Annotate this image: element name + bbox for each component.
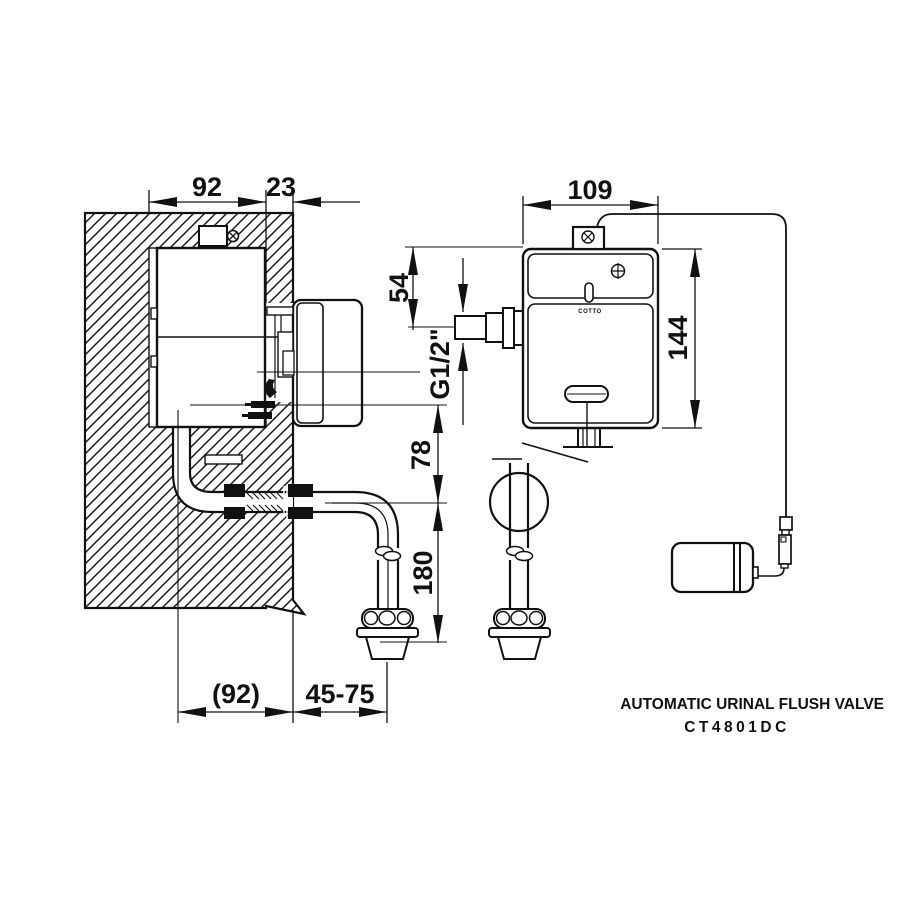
- front-view: COTTO: [405, 213, 787, 660]
- dim-wall-lip: 23: [266, 172, 296, 202]
- cable-connector-top: [571, 225, 606, 251]
- battery-band: [733, 543, 741, 592]
- dimension-g12: G1/2": [425, 258, 468, 425]
- wall-slot: [204, 454, 243, 465]
- dimension-78-180: 78 180: [380, 405, 447, 643]
- inline-connector: [778, 516, 793, 569]
- dim-tailpipe-length: 180: [408, 550, 438, 595]
- keyhole-slot: [584, 282, 594, 303]
- latch-hook: [264, 379, 277, 398]
- dim-body-height: 144: [663, 315, 693, 360]
- drawing-title: AUTOMATIC URINAL FLUSH VALVE: [620, 696, 884, 713]
- dimension-54: 54: [384, 247, 418, 330]
- escutcheon: [488, 471, 550, 533]
- cover-inner-frame: [296, 302, 324, 424]
- lower-panel: [527, 303, 654, 424]
- fixing-screw: [248, 412, 272, 419]
- dim-inlet-thread: G1/2": [425, 328, 455, 399]
- model-number: CT4801DC: [684, 719, 790, 736]
- dimension-bottom: (92) 45-75: [178, 610, 388, 723]
- battery-wire: [758, 567, 785, 577]
- fixing-lug: [198, 225, 228, 247]
- dim-outlet-drop: 78: [406, 440, 436, 470]
- locknut: [224, 484, 245, 497]
- dimension-144: 144: [662, 248, 702, 429]
- dim-wall-to-tailpipe: 45-75: [305, 679, 374, 709]
- mounting-clip: [150, 307, 158, 320]
- inlet-fitting: [454, 307, 524, 349]
- dim-supply-center: (92): [212, 679, 260, 709]
- brand-logo: COTTO: [578, 309, 601, 315]
- mounting-clip: [150, 355, 158, 368]
- battery-pack: [670, 516, 793, 594]
- side-section-view: [83, 211, 447, 723]
- pipe-thread: [246, 492, 284, 512]
- spreader-front: [488, 608, 551, 660]
- cover-profile: [291, 298, 364, 428]
- tailpipe-front: [505, 463, 534, 609]
- spreader-side: [356, 608, 419, 660]
- dim-inlet-height: 54: [384, 273, 414, 303]
- wall-locknut: [288, 484, 313, 497]
- dim-recess-width: 92: [192, 172, 222, 202]
- dim-body-width: 109: [567, 175, 612, 205]
- supply-pipe: [171, 427, 447, 609]
- dimension-109: 109: [522, 175, 659, 244]
- dimension-92-23: 92 23: [148, 172, 360, 252]
- sensor-window: [564, 385, 609, 403]
- screw-icon: [226, 229, 240, 243]
- sensor-cable: [596, 213, 787, 517]
- outlet-pipe: [492, 428, 613, 463]
- z-break-icon: [492, 442, 589, 463]
- panel-screw-icon: [610, 263, 626, 279]
- battery-terminal: [752, 566, 759, 579]
- title-block: AUTOMATIC URINAL FLUSH VALVE CT4801DC: [620, 696, 884, 736]
